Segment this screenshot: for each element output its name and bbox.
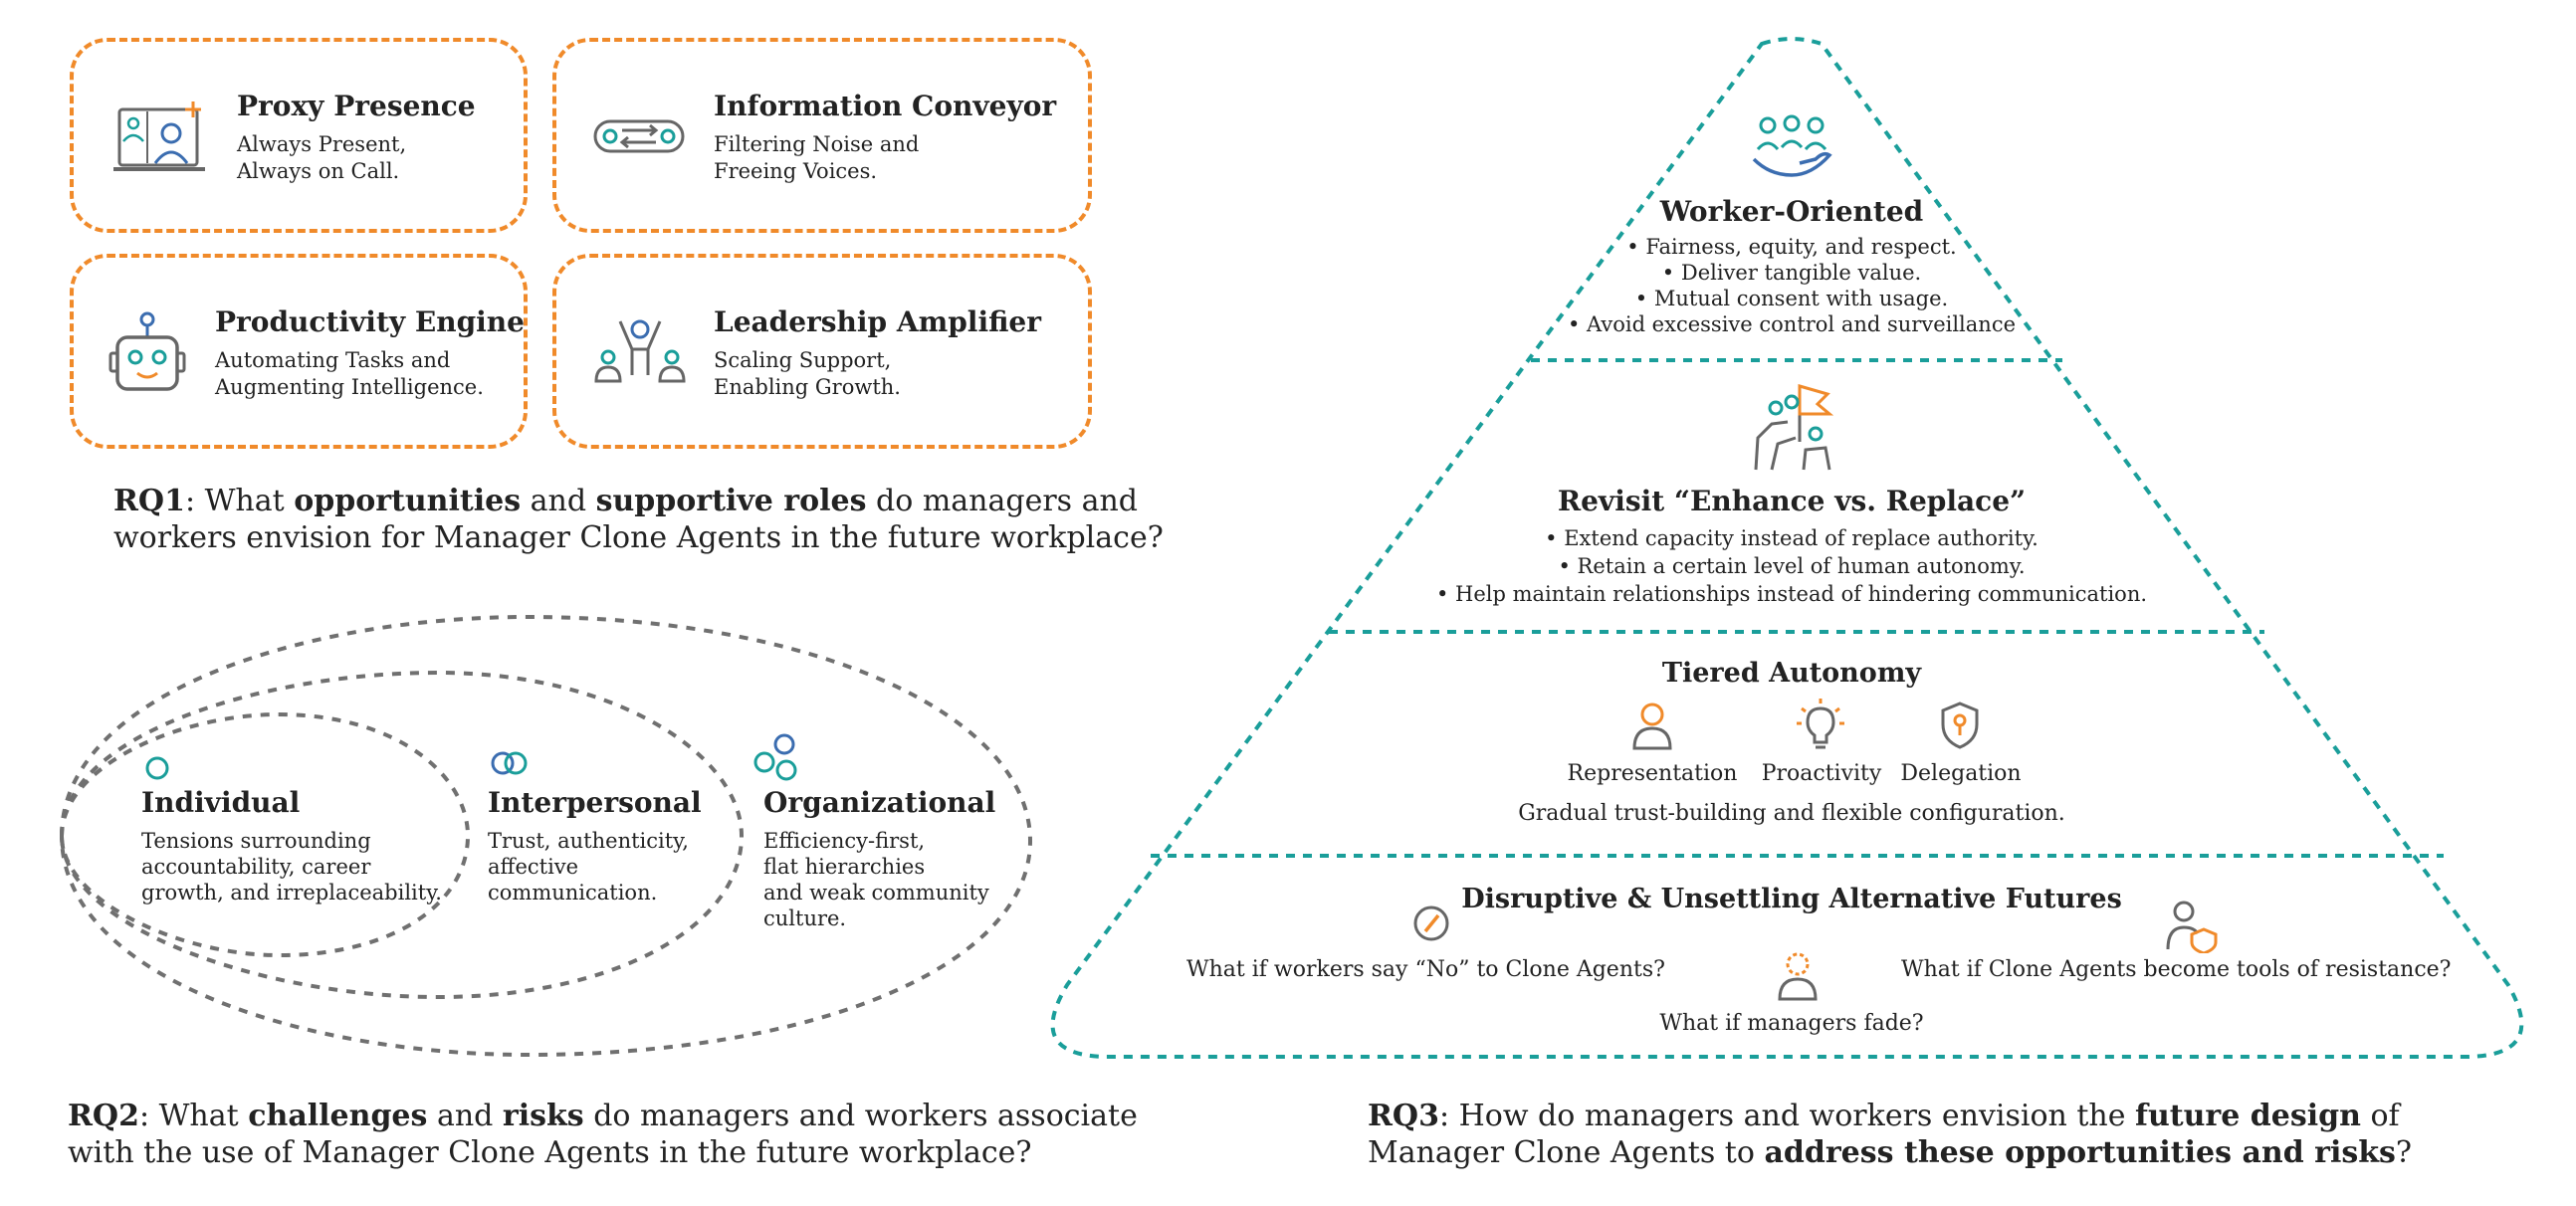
revisit-bullet-2: • Retain a certain level of human autono…	[1558, 554, 2026, 578]
tier-proactivity-label: Proactivity	[1761, 761, 1882, 786]
worker-bullet-4: • Avoid excessive control and surveillan…	[1567, 312, 2017, 336]
individual-desc-3: growth, and irreplaceability.	[141, 881, 442, 904]
nested-ellipses	[59, 614, 1033, 1058]
pyramid-outline	[1050, 37, 2524, 1059]
tiered-footer: Gradual trust-building and flexible conf…	[1518, 801, 2065, 826]
conveyor-arrows-icon	[593, 119, 685, 153]
rq3-text: of	[2360, 1099, 2400, 1133]
rq1-question: RQ1: What opportunities and supportive r…	[113, 483, 1164, 556]
rq3-question: RQ3: How do managers and workers envisio…	[1368, 1098, 2412, 1171]
worker-bullet-2: • Deliver tangible value.	[1661, 261, 1922, 285]
leader-people-icon	[594, 319, 686, 383]
card-productivity-engine: Productivity Engine Automating Tasks and…	[70, 254, 528, 449]
worker-bullet-text: Avoid excessive control and surveillance	[1587, 312, 2017, 336]
interpersonal-title: Interpersonal	[488, 786, 702, 819]
no-sign-icon	[1413, 905, 1449, 941]
revisit-bullet-text: Retain a certain level of human autonomy…	[1577, 554, 2026, 578]
worker-bullet-1: • Fairness, equity, and respect.	[1626, 235, 1957, 259]
individual-desc-2: accountability, career	[141, 855, 371, 879]
card-desc-line2: Freeing Voices.	[714, 159, 878, 183]
rq3-text: Manager Clone Agents to	[1368, 1135, 1765, 1170]
rq3-text: ?	[2395, 1135, 2412, 1170]
rq2-question: RQ2: What challenges and risks do manage…	[68, 1098, 1138, 1171]
card-desc-line2: Always on Call.	[237, 159, 400, 183]
ellipse-organizational	[59, 614, 1033, 1058]
rq2-line2: with the use of Manager Clone Agents in …	[68, 1135, 1032, 1170]
hand-people-icon	[1752, 114, 1832, 177]
rq1-line2: workers envision for Manager Clone Agent…	[113, 520, 1164, 555]
rq2-bold-risks: risks	[502, 1099, 584, 1133]
three-circles-icon	[753, 733, 797, 781]
shield-key-icon	[1941, 702, 1979, 749]
flag-team-icon	[1754, 384, 1834, 471]
card-desc-line1: Filtering Noise and	[714, 132, 920, 156]
tiered-autonomy-title: Tiered Autonomy	[1661, 658, 1922, 689]
lightbulb-icon	[1797, 699, 1844, 749]
rq1-text: : What	[184, 484, 295, 518]
rq1-bold-roles: supportive roles	[595, 484, 867, 518]
card-title: Productivity Engine	[215, 305, 525, 338]
rq1-bold-opportunities: opportunities	[294, 484, 522, 518]
rq2-text: do managers and workers associate	[583, 1099, 1138, 1133]
worker-bullet-text: Fairness, equity, and respect.	[1645, 235, 1957, 259]
revisit-bullet-text: Extend capacity instead of replace autho…	[1564, 526, 2039, 550]
revisit-bullet-text: Help maintain relationships instead of h…	[1455, 582, 2148, 606]
ellipse-individual	[59, 711, 471, 958]
organizational-title: Organizational	[763, 786, 996, 819]
proxy-laptop-icon	[113, 101, 205, 171]
card-title: Proxy Presence	[237, 90, 476, 122]
card-desc-line1: Scaling Support,	[714, 348, 892, 372]
rq3-text: : How do managers and workers envision t…	[1438, 1099, 2136, 1133]
card-desc-line1: Automating Tasks and	[215, 348, 451, 372]
ellipse-interpersonal	[59, 670, 745, 1000]
rq3-bold-future-design: future design	[2135, 1099, 2361, 1133]
rq1-label: RQ1	[113, 484, 185, 518]
revisit-bullet-1: • Extend capacity instead of replace aut…	[1545, 526, 2039, 550]
interpersonal-desc-2: affective	[488, 855, 579, 879]
card-desc-line2: Augmenting Intelligence.	[215, 375, 484, 399]
rq1-text: and	[521, 484, 596, 518]
single-circle-icon	[145, 756, 169, 780]
rq2-text: : What	[138, 1099, 249, 1133]
person-shield-icon	[2166, 901, 2218, 953]
interpersonal-desc-3: communication.	[488, 881, 658, 904]
worker-bullet-text: Deliver tangible value.	[1680, 261, 1922, 285]
organizational-desc-1: Efficiency-first,	[763, 829, 926, 853]
disruptive-title: Disruptive & Unsettling Alternative Futu…	[1461, 884, 2122, 914]
card-title: Information Conveyor	[714, 90, 1057, 122]
disruptive-q1: What if workers say “No” to Clone Agents…	[1186, 957, 1665, 982]
two-circles-icon	[491, 751, 528, 775]
interpersonal-desc-1: Trust, authenticity,	[488, 829, 689, 853]
disruptive-q2: What if Clone Agents become tools of res…	[1901, 957, 2452, 982]
rq2-text: and	[427, 1099, 503, 1133]
worker-bullet-text: Mutual consent with usage.	[1653, 287, 1949, 310]
tier-representation-label: Representation	[1567, 761, 1738, 786]
rq3-bold-address: address these opportunities and risks	[1764, 1135, 2396, 1170]
card-leadership-amplifier: Leadership Amplifier Scaling Support, En…	[552, 254, 1092, 449]
disruptive-q3: What if managers fade?	[1659, 1011, 1924, 1036]
fading-person-icon	[1778, 952, 1818, 1001]
individual-title: Individual	[141, 786, 301, 819]
rq1-text: do managers and	[866, 484, 1139, 518]
worker-bullet-3: • Mutual consent with usage.	[1634, 287, 1949, 310]
rq2-bold-challenges: challenges	[248, 1099, 428, 1133]
card-desc-line1: Always Present,	[237, 132, 407, 156]
rq2-label: RQ2	[68, 1099, 139, 1133]
revisit-bullet-3: • Help maintain relationships instead of…	[1435, 582, 2148, 606]
card-title: Leadership Amplifier	[714, 305, 1041, 338]
robot-icon	[108, 311, 186, 391]
person-icon	[1632, 703, 1672, 750]
organizational-desc-3: and weak community	[763, 881, 989, 904]
card-desc-line2: Enabling Growth.	[714, 375, 901, 399]
card-proxy-presence: Proxy Presence Always Present, Always on…	[70, 38, 528, 233]
worker-oriented-title: Worker-Oriented	[1659, 195, 1924, 228]
tier-delegation-label: Delegation	[1900, 761, 2022, 786]
organizational-desc-2: flat hierarchies	[763, 855, 926, 879]
revisit-title: Revisit “Enhance vs. Replace”	[1557, 485, 2027, 517]
card-information-conveyor: Information Conveyor Filtering Noise and…	[552, 38, 1092, 233]
rq3-label: RQ3	[1368, 1099, 1439, 1133]
organizational-desc-4: culture.	[763, 906, 847, 930]
individual-desc-1: Tensions surrounding	[141, 829, 371, 853]
